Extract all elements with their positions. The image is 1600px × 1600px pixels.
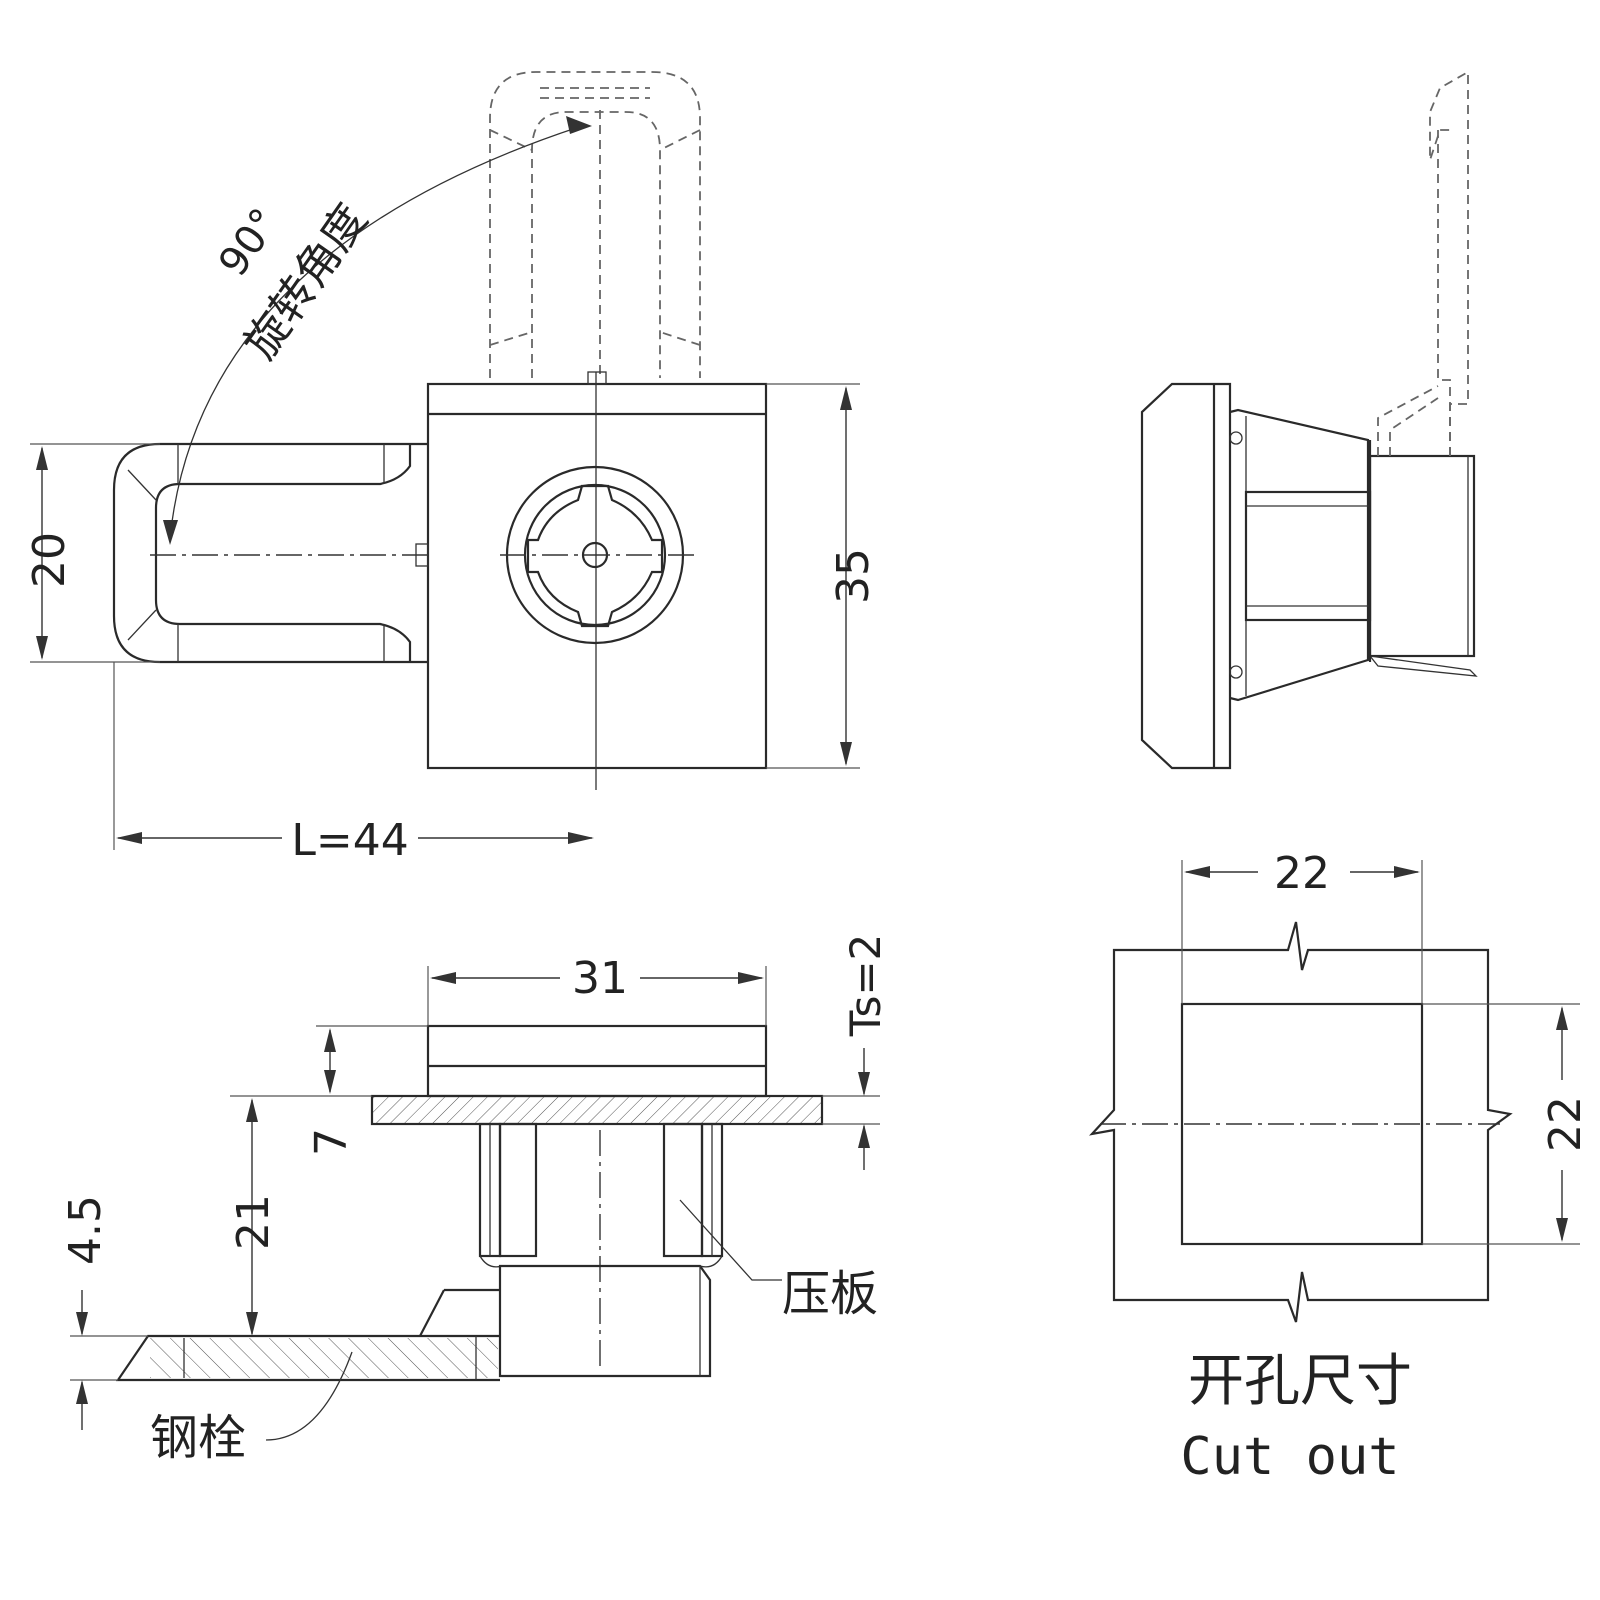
dim-22-width-label: 22 — [1274, 848, 1330, 899]
cutout-view: 22 22 开孔尺寸 Cut out — [1088, 848, 1591, 1487]
front-view: 20 35 L=44 90° 旋转角度 — [24, 71, 879, 866]
dim-35-label: 35 — [828, 548, 879, 604]
dim-ts-label: Ts=2 — [841, 934, 890, 1038]
dim-7-label: 7 — [306, 1128, 357, 1156]
dim-21-label: 21 — [228, 1194, 279, 1250]
side-view — [1140, 70, 1478, 770]
cutout-hole — [1180, 1002, 1424, 1246]
dim-20-label: 20 — [24, 532, 75, 588]
cap — [426, 1024, 768, 1098]
handle — [112, 442, 429, 664]
key-cylinder — [500, 465, 695, 645]
plate-label: 压板 — [782, 1266, 878, 1322]
rotated-handle-ghost — [489, 71, 701, 378]
lock-body — [426, 382, 768, 770]
rotation-angle-label: 90° — [210, 200, 288, 284]
dim-22-height-label: 22 — [1540, 1096, 1591, 1152]
section-view: 31 Ts=2 7 21 4.5 压板 钢栓 — [60, 934, 890, 1466]
cutout-title-en: Cut out — [1180, 1427, 1399, 1487]
panel — [370, 1094, 824, 1126]
dim-31-label: 31 — [572, 953, 628, 1004]
dim-l44-label: L=44 — [291, 815, 408, 866]
dim-45-label: 4.5 — [60, 1195, 111, 1265]
bolt-label: 钢栓 — [150, 1410, 246, 1466]
cutout-title-cn: 开孔尺寸 — [1188, 1349, 1412, 1414]
